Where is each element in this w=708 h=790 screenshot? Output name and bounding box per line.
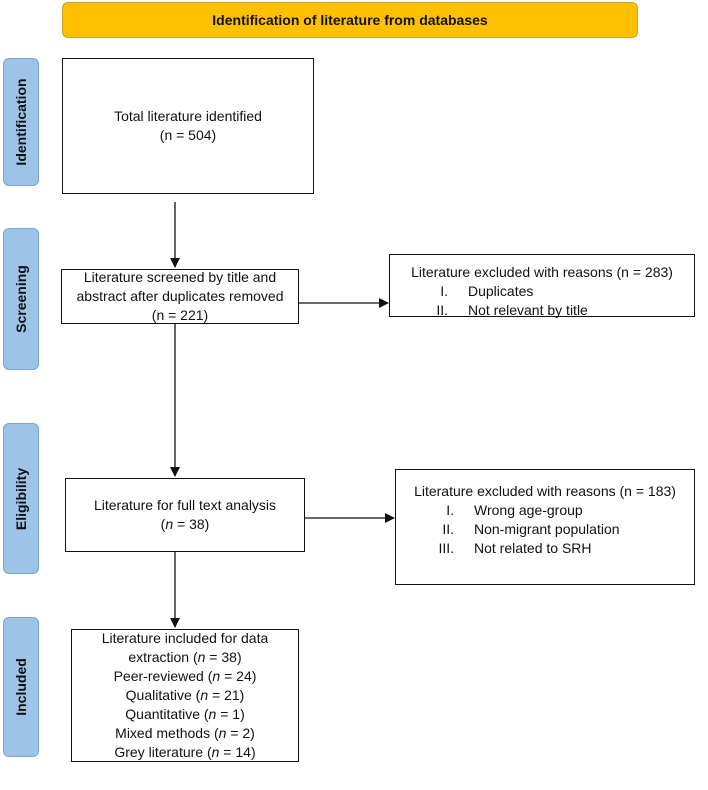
reason-text: Not related to SRH (474, 540, 592, 556)
screened-box: Literature screened by title and abstrac… (61, 269, 299, 324)
excluded-screening-heading: Literature excluded with reasons (n = 28… (411, 264, 673, 280)
included-mixed-methods: Mixed methods (n = 2) (115, 725, 255, 741)
identified-line1: Total literature identified (114, 108, 262, 124)
reason-number: I. (440, 283, 448, 299)
reason-text: Wrong age-group (474, 502, 583, 518)
identified-count: (n = 504) (159, 127, 217, 143)
top-banner: Identification of literature from databa… (62, 2, 638, 38)
identified-box: Total literature identified (n = 504) (62, 58, 314, 194)
stage-included: Included (3, 617, 39, 757)
excluded-eligibility-reason: II. Non-migrant population (406, 520, 684, 539)
stage-screening: Screening (3, 228, 39, 370)
stage-eligibility: Eligibility (3, 423, 39, 574)
included-quantitative: Quantitative (n = 1) (125, 706, 245, 722)
screened-line1: Literature screened by title and (83, 269, 277, 285)
included-extraction: extraction (n = 38) (128, 649, 242, 665)
reason-number: III. (438, 540, 454, 556)
excluded-eligibility-reason: III. Not related to SRH (406, 539, 684, 558)
fulltext-line1: Literature for full text analysis (93, 497, 277, 513)
excluded-screening-reason: I. Duplicates (400, 282, 684, 301)
included-box: Literature included for data extraction … (71, 629, 299, 762)
included-grey-literature: Grey literature (n = 14) (114, 744, 256, 760)
reason-number: II. (442, 521, 454, 537)
fulltext-box: Literature for full text analysis (n = 3… (65, 478, 305, 552)
excluded-eligibility-heading: Literature excluded with reasons (n = 18… (414, 483, 676, 499)
screened-count: (n = 221) (151, 307, 209, 323)
excluded-screening-reason: II. Not relevant by title (400, 301, 684, 320)
excluded-eligibility-reason: I. Wrong age-group (406, 501, 684, 520)
excluded-eligibility-box: Literature excluded with reasons (n = 18… (395, 469, 695, 585)
included-qualitative: Qualitative (n = 21) (125, 687, 245, 703)
stage-identification: Identification (3, 58, 39, 186)
reason-text: Not relevant by title (468, 302, 588, 318)
reason-text: Duplicates (468, 283, 534, 299)
excluded-screening-box: Literature excluded with reasons (n = 28… (389, 254, 695, 320)
banner-title: Identification of literature from databa… (212, 12, 488, 28)
screened-line2: abstract after duplicates removed (76, 288, 284, 304)
included-peer-reviewed: Peer-reviewed (n = 24) (113, 668, 257, 684)
included-line1: Literature included for data (101, 630, 269, 646)
reason-number: II. (436, 302, 448, 318)
reason-number: I. (446, 502, 454, 518)
reason-text: Non-migrant population (474, 521, 620, 537)
fulltext-count: (n = 38) (160, 516, 210, 532)
